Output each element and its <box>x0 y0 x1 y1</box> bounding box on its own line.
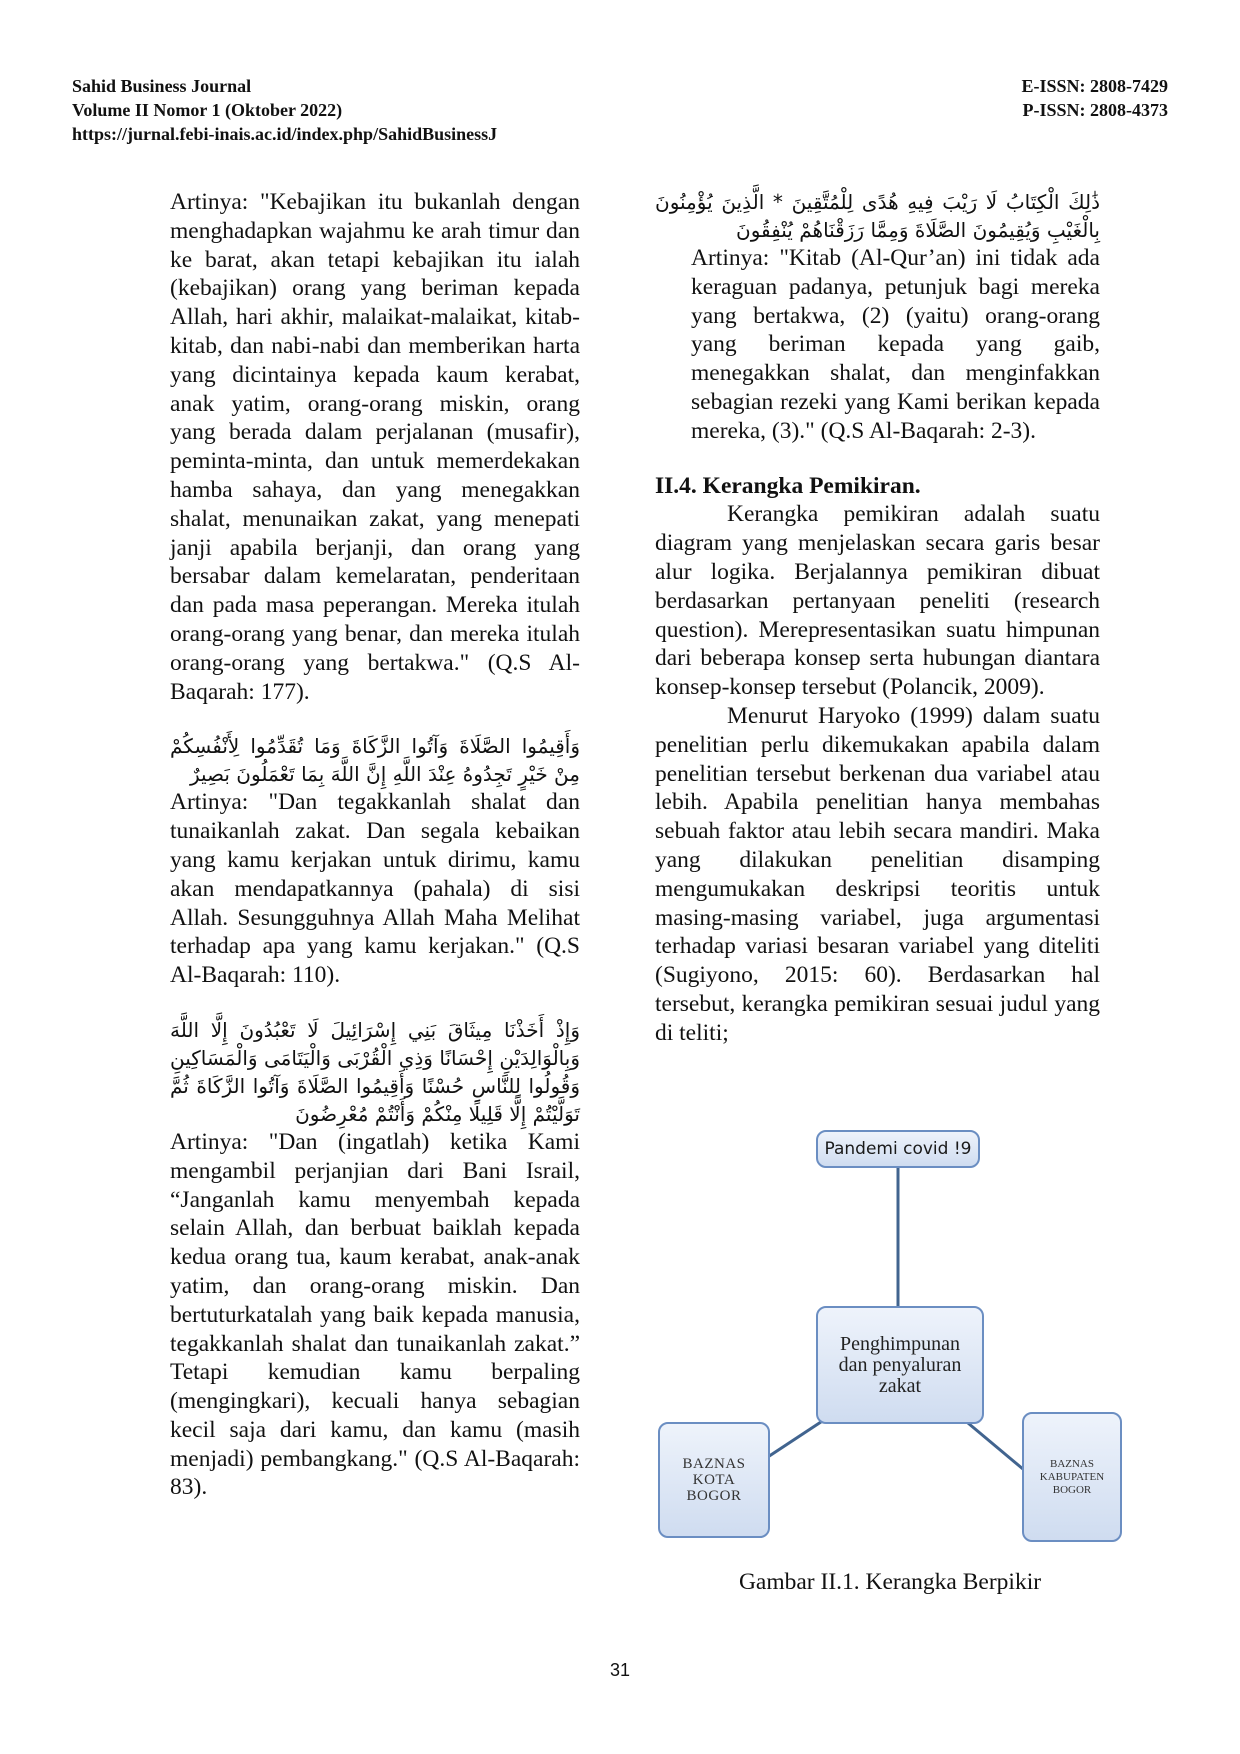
translation-2-3: Artinya: "Kitab (Al-Qur’an) ini tidak ad… <box>691 245 1100 444</box>
translation-83: Artinya: "Dan (ingatlah) ketika Kami men… <box>170 1128 580 1501</box>
node-pandemi-label: Pandemi covid !9 <box>824 1139 972 1159</box>
node-penghimpunan-label: Penghimpunan dan penyaluran zakat <box>838 1332 962 1397</box>
journal-header: Sahid Business Journal Volume II Nomor 1… <box>72 74 497 146</box>
translation-110: Artinya: "Dan tegakkanlah shalat dan tun… <box>170 789 580 989</box>
node-baznas-kabupaten-label: BAZNAS KABUPATEN BOGOR <box>1039 1457 1105 1496</box>
node-baznas-kabupaten: BAZNAS KABUPATEN BOGOR <box>1022 1412 1122 1542</box>
arabic-verse-2-3: ذَٰلِكَ الْكِتَابُ لَا رَيْبَ فِيهِ هُدً… <box>655 190 1100 242</box>
pissn: P-ISSN: 2808-4373 <box>1022 100 1168 120</box>
node-penghimpunan: Penghimpunan dan penyaluran zakat <box>816 1306 984 1424</box>
translation-177: Artinya: "Kebajikan itu bukanlah dengan … <box>170 189 580 705</box>
issn-header: E-ISSN: 2808-7429 P-ISSN: 2808-4373 <box>1021 74 1168 122</box>
node-pandemi: Pandemi covid !9 <box>816 1130 980 1168</box>
paragraph-haryoko: Menurut Haryoko (1999) dalam suatu penel… <box>655 702 1100 1046</box>
eissn: E-ISSN: 2808-7429 <box>1021 76 1168 96</box>
journal-url[interactable]: https://jurnal.febi-inais.ac.id/index.ph… <box>72 124 498 144</box>
node-baznas-kota: BAZNAS KOTA BOGOR <box>658 1422 770 1538</box>
arabic-verse-110: وَأَقِيمُوا الصَّلَاةَ وَآتُوا الزَّكَاة… <box>170 734 580 787</box>
left-column: Artinya: "Kebajikan itu bukanlah dengan … <box>170 188 580 1502</box>
section-title: II.4. Kerangka Pemikiran. <box>655 472 921 499</box>
arabic-verse-83: وَإِذْ أَخَذْنَا مِيثَاقَ بَنِي إِسْرَائ… <box>170 1017 580 1126</box>
framework-diagram: Pandemi covid !9 Penghimpunan dan penyal… <box>650 1126 1130 1566</box>
page-number: 31 <box>609 1660 631 1680</box>
node-baznas-kota-label: BAZNAS KOTA BOGOR <box>682 1456 746 1504</box>
journal-title: Sahid Business Journal <box>72 76 252 96</box>
right-column: ذَٰلِكَ الْكِتَابُ لَا رَيْبَ فِيهِ هُدً… <box>655 188 1100 1048</box>
paragraph-kerangka: Kerangka pemikiran adalah suatu diagram … <box>655 501 1100 701</box>
journal-volume: Volume II Nomor 1 (Oktober 2022) <box>72 100 343 120</box>
figure-caption: Gambar II.1. Kerangka Berpikir <box>738 1569 1042 1595</box>
